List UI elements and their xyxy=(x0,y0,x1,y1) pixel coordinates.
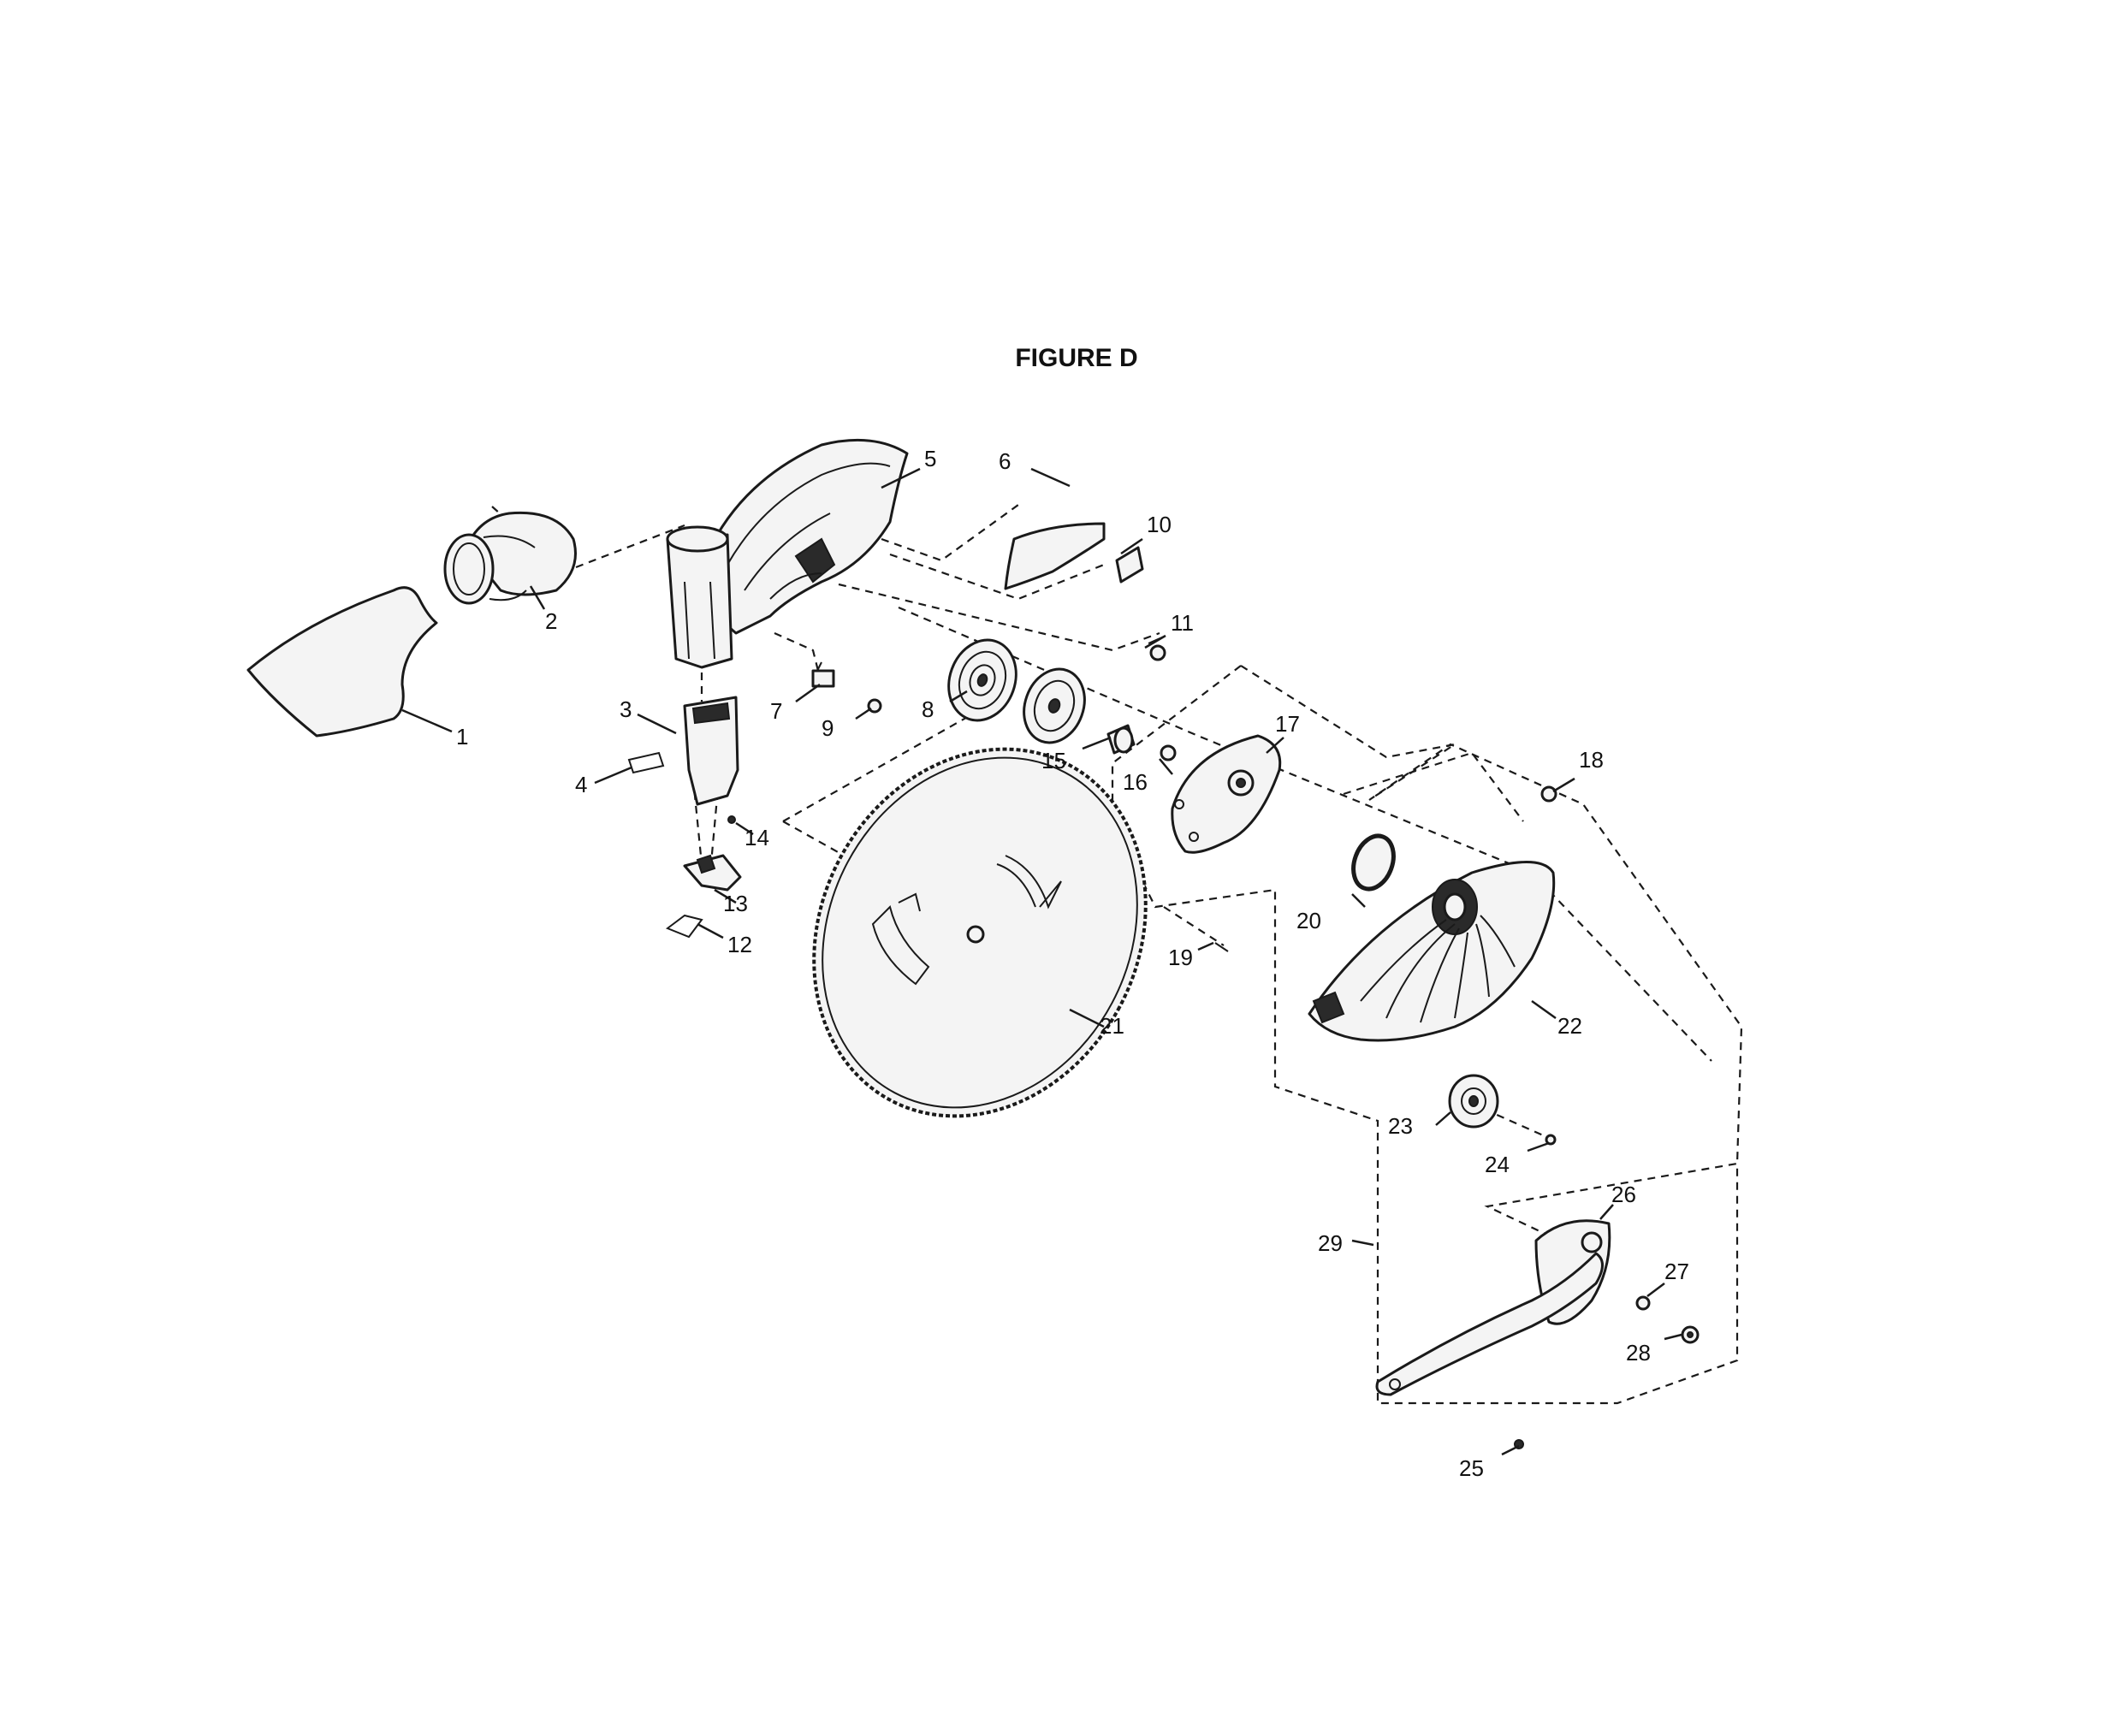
callout-15: 15 xyxy=(1041,748,1066,773)
part-8b-outer-flange xyxy=(1023,667,1086,744)
callout-5: 5 xyxy=(924,446,936,471)
part-7-clip xyxy=(811,661,835,688)
callout-27: 27 xyxy=(1664,1259,1689,1284)
part-1-dust-bag xyxy=(246,586,438,738)
figure-title: FIGURE D xyxy=(1015,344,1137,372)
callout-3: 3 xyxy=(620,696,632,722)
callout-6: 6 xyxy=(999,448,1011,474)
part-26-link-arm xyxy=(1375,1219,1611,1396)
callout-18: 18 xyxy=(1579,747,1604,773)
part-3-dust-chute xyxy=(683,696,739,806)
part-22-lower-blade-guard xyxy=(1308,861,1556,1042)
callout-13: 13 xyxy=(723,891,748,916)
callout-8: 8 xyxy=(922,696,934,722)
part-23-roller xyxy=(1448,1074,1499,1129)
part-5-upper-blade-guard xyxy=(666,438,909,669)
part-10-label xyxy=(1115,546,1144,584)
part-20-retaining-ring xyxy=(1351,833,1396,892)
callout-12: 12 xyxy=(727,932,752,957)
part-18-screw xyxy=(1540,785,1557,803)
callout-28: 28 xyxy=(1626,1340,1651,1366)
part-4-spring xyxy=(627,751,665,774)
callout-17: 17 xyxy=(1275,711,1300,737)
callout-20: 20 xyxy=(1296,908,1321,933)
callout-23: 23 xyxy=(1388,1113,1413,1139)
callout-19: 19 xyxy=(1168,945,1193,970)
callout-11: 11 xyxy=(1171,610,1194,636)
callout-24: 24 xyxy=(1485,1152,1510,1177)
leader-lines xyxy=(401,467,1682,1456)
part-24-screw xyxy=(1545,1134,1557,1146)
part-9-screw xyxy=(867,698,882,714)
part-12-clip xyxy=(665,914,703,939)
callout-25: 25 xyxy=(1459,1455,1484,1481)
callout-9: 9 xyxy=(822,715,834,741)
callout-21: 21 xyxy=(1100,1013,1124,1039)
part-16-screw xyxy=(1160,744,1177,761)
callout-4: 4 xyxy=(575,772,587,797)
part-2-dust-coupler xyxy=(443,511,577,605)
callout-14: 14 xyxy=(745,825,769,850)
callout-7: 7 xyxy=(770,698,782,724)
callout-labels: 1 2 3 4 5 6 7 8 9 10 11 12 13 14 15 16 1… xyxy=(456,446,1689,1481)
callout-2: 2 xyxy=(545,608,557,634)
part-21-saw-blade xyxy=(812,747,1148,1118)
callout-26: 26 xyxy=(1611,1182,1636,1207)
part-28-nut xyxy=(1681,1325,1700,1344)
callout-29: 29 xyxy=(1318,1230,1343,1256)
part-13-latch xyxy=(683,854,742,892)
callout-1: 1 xyxy=(456,724,468,750)
part-17-cover-plate xyxy=(1171,734,1282,854)
part-14-pin xyxy=(727,815,736,824)
callout-22: 22 xyxy=(1557,1013,1582,1039)
part-19-spring-pin xyxy=(1214,942,1229,952)
part-8-flange-washer xyxy=(947,638,1017,722)
part-27-washer xyxy=(1635,1295,1651,1311)
part-6-guard-plate xyxy=(1004,522,1106,590)
callout-16: 16 xyxy=(1123,769,1148,795)
callout-10: 10 xyxy=(1147,512,1172,537)
part-15-blade-bolt xyxy=(1106,724,1136,755)
